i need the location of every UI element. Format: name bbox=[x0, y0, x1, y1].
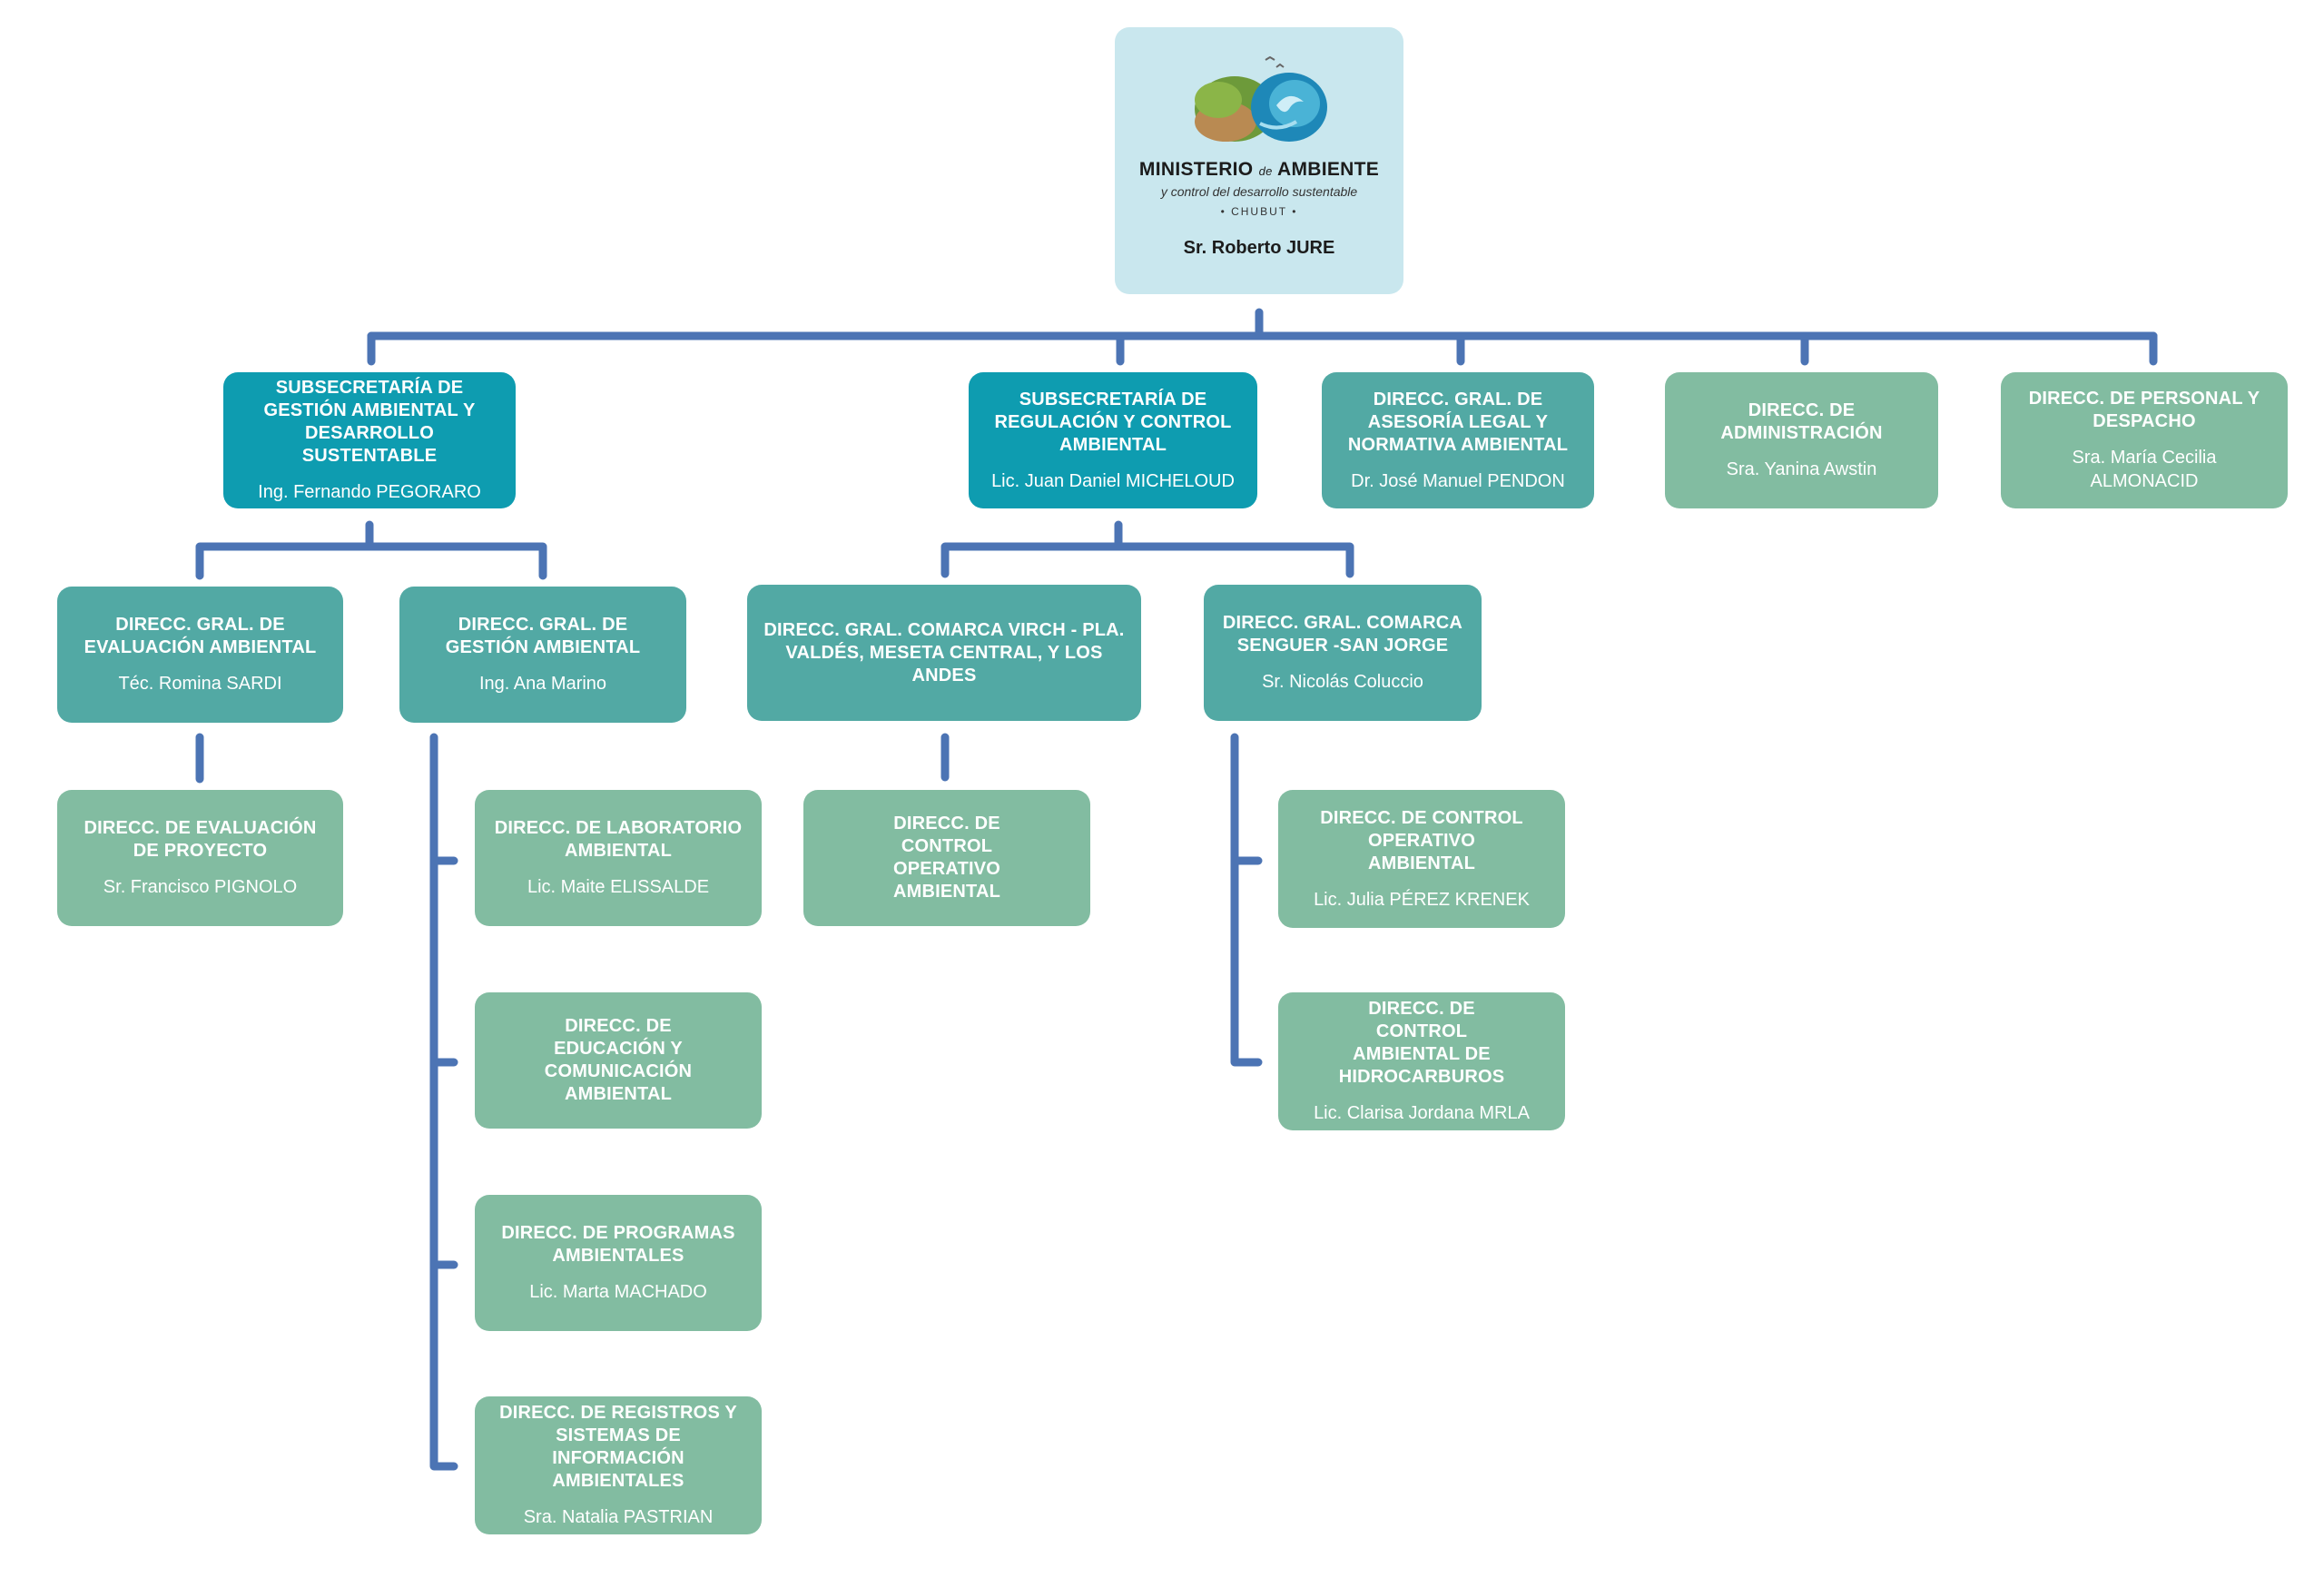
node-direccion-asesoria: DIRECC. GRAL. DE ASESORÍA LEGAL Y NORMAT… bbox=[1322, 372, 1594, 508]
node-person: Lic. Marta MACHADO bbox=[529, 1282, 707, 1302]
node-title: SUBSECRETARÍA DE REGULACIÓN Y CONTROL AM… bbox=[994, 389, 1232, 455]
node-title: DIRECC. GRAL. COMARCA SENGUER -SAN JORGE bbox=[1222, 613, 1463, 656]
node-person: Sra. Yanina Awstin bbox=[1726, 459, 1877, 479]
ministry-card: MINISTERIO de AMBIENTE y control del des… bbox=[1115, 27, 1403, 294]
node-person: Sr. Francisco PIGNOLO bbox=[103, 877, 298, 897]
node-person: Lic. Clarisa Jordana MRLA bbox=[1314, 1103, 1530, 1123]
ministry-name-part1: MINISTERIO bbox=[1138, 159, 1254, 180]
node-direccion-administracion: DIRECC. DE ADMINISTRACIÓN Sra. Yanina Aw… bbox=[1665, 372, 1938, 508]
node-person: Téc. Romina SARDI bbox=[118, 674, 282, 694]
node-subsecretaria-regulacion: SUBSECRETARÍA DE REGULACIÓN Y CONTROL AM… bbox=[969, 372, 1257, 508]
node-title: DIRECC. DE PROGRAMAS AMBIENTALES bbox=[501, 1223, 735, 1266]
node-person: Sr. Nicolás Coluccio bbox=[1262, 672, 1423, 692]
node-title: DIRECC. GRAL. DE GESTIÓN AMBIENTAL bbox=[445, 615, 641, 657]
node-person: Lic. Julia PÉREZ KRENEK bbox=[1314, 889, 1530, 910]
node-person: Sra. Natalia PASTRIAN bbox=[523, 1507, 714, 1527]
ministry-subtitle: y control del desarrollo sustentable bbox=[1160, 184, 1358, 199]
node-title: DIRECC. DE CONTROL OPERATIVO AMBIENTAL bbox=[892, 814, 1001, 902]
node-person: Dr. José Manuel PENDON bbox=[1351, 470, 1565, 491]
ministry-province: • CHUBUT • bbox=[1220, 205, 1298, 218]
node-dg-gestion-ambiental: DIRECC. GRAL. DE GESTIÓN AMBIENTAL Ing. … bbox=[399, 587, 686, 723]
node-title: DIRECC. DE PERSONAL Y DESPACHO bbox=[2028, 389, 2260, 431]
node-title: DIRECC. DE REGISTROS Y SISTEMAS DE INFOR… bbox=[499, 1403, 737, 1491]
node-direccion-personal: DIRECC. DE PERSONAL Y DESPACHO Sra. Marí… bbox=[2001, 372, 2288, 508]
ministry-name-part2: AMBIENTE bbox=[1277, 159, 1380, 180]
node-title: DIRECC. DE LABORATORIO AMBIENTAL bbox=[494, 818, 743, 861]
node-direccion-evaluacion-proyecto: DIRECC. DE EVALUACIÓN DE PROYECTO Sr. Fr… bbox=[57, 790, 343, 926]
node-dg-evaluacion: DIRECC. GRAL. DE EVALUACIÓN AMBIENTAL Té… bbox=[57, 587, 343, 723]
node-direccion-registros: DIRECC. DE REGISTROS Y SISTEMAS DE INFOR… bbox=[475, 1396, 762, 1534]
node-direccion-control-operativo-virch: DIRECC. DE CONTROL OPERATIVO AMBIENTAL bbox=[803, 790, 1090, 926]
node-title: DIRECC. DE ADMINISTRACIÓN bbox=[1720, 400, 1883, 443]
node-title: DIRECC. DE CONTROL OPERATIVO AMBIENTAL bbox=[1320, 807, 1523, 873]
node-direccion-educacion: DIRECC. DE EDUCACIÓN Y COMUNICACIÓN AMBI… bbox=[475, 992, 762, 1129]
connector-sub-gestion-bus bbox=[195, 542, 547, 580]
node-title: DIRECC. DE EDUCACIÓN Y COMUNICACIÓN AMBI… bbox=[544, 1016, 693, 1104]
node-person: Lic. Maite ELISSALDE bbox=[527, 877, 710, 897]
ministry-logo-icon bbox=[1195, 55, 1327, 142]
node-title: DIRECC. GRAL. DE EVALUACIÓN AMBIENTAL bbox=[84, 615, 317, 657]
node-title: DIRECC. DE EVALUACIÓN DE PROYECTO bbox=[84, 818, 317, 861]
node-title: DIRECC. DE CONTROL AMBIENTAL DE HIDROCAR… bbox=[1338, 999, 1505, 1087]
node-person: Ing. Ana Marino bbox=[478, 674, 607, 694]
connector-sub-regulacion-bus bbox=[940, 542, 1354, 578]
connector-gestion-vertical bbox=[429, 733, 458, 1471]
node-dg-comarca-virch: DIRECC. GRAL. COMARCA VIRCH - PLA. VALDÉ… bbox=[747, 585, 1141, 721]
node-direccion-laboratorio: DIRECC. DE LABORATORIO AMBIENTAL Lic. Ma… bbox=[475, 790, 762, 926]
node-direccion-control-operativo-senguer: DIRECC. DE CONTROL OPERATIVO AMBIENTAL L… bbox=[1278, 790, 1565, 928]
node-direccion-programas: DIRECC. DE PROGRAMAS AMBIENTALES Lic. Ma… bbox=[475, 1195, 762, 1331]
node-direccion-hidrocarburos: DIRECC. DE CONTROL AMBIENTAL DE HIDROCAR… bbox=[1278, 992, 1565, 1130]
ministry-name-de: de bbox=[1258, 164, 1273, 178]
node-title: SUBSECRETARÍA DE GESTIÓN AMBIENTAL Y DES… bbox=[263, 378, 476, 466]
minister-name: Sr. Roberto JURE bbox=[1183, 238, 1335, 258]
node-person: Ing. Fernando PEGORARO bbox=[258, 482, 481, 502]
connector-senguer-vertical bbox=[1230, 733, 1263, 1067]
node-dg-comarca-senguer: DIRECC. GRAL. COMARCA SENGUER -SAN JORGE… bbox=[1204, 585, 1482, 721]
node-title: DIRECC. GRAL. COMARCA VIRCH - PLA. VALDÉ… bbox=[763, 619, 1125, 685]
ministry-name: MINISTERIO de AMBIENTE bbox=[1139, 158, 1379, 183]
node-person: Sra. María Cecilia ALMONACID bbox=[2072, 448, 2217, 491]
node-title: DIRECC. GRAL. DE ASESORÍA LEGAL Y NORMAT… bbox=[1347, 389, 1569, 455]
node-person: Lic. Juan Daniel MICHELOUD bbox=[991, 470, 1235, 491]
node-subsecretaria-gestion: SUBSECRETARÍA DE GESTIÓN AMBIENTAL Y DES… bbox=[223, 372, 516, 508]
